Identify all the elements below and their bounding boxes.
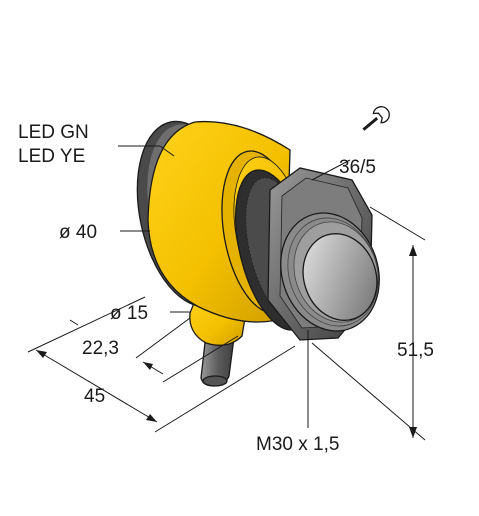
sensor-body — [136, 120, 380, 387]
dimension-lines — [27, 145, 426, 441]
wrench-icon — [362, 106, 390, 131]
label-diameter-cable: ø 15 — [110, 303, 148, 324]
label-thread: M30 x 1,5 — [256, 434, 339, 455]
label-length-total: 45 — [84, 386, 105, 407]
label-led-ye: LED YE — [18, 146, 85, 167]
label-wrench-size: 36/5 — [339, 157, 376, 178]
label-height: 51,5 — [397, 340, 434, 361]
label-led-gn: LED GN — [18, 122, 89, 143]
label-length-partial: 22,3 — [82, 338, 119, 359]
label-diameter-body: ø 40 — [59, 222, 97, 243]
sensor-lens — [302, 233, 378, 321]
